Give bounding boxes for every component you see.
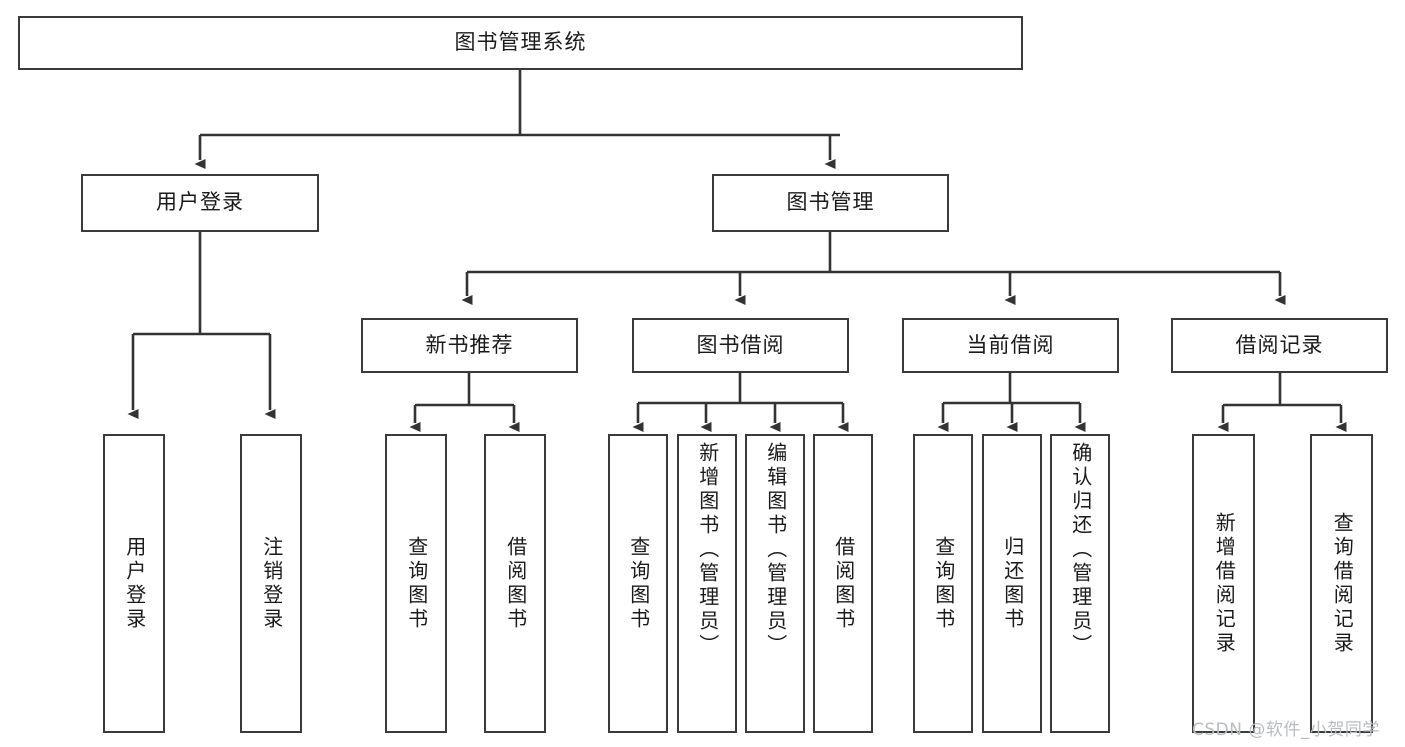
leaf-recommend-query-book[interactable]: 查询图书 [385,434,447,733]
node-label: 查询图书 [404,535,429,632]
node-book-management[interactable]: 图书管理 [712,174,949,232]
node-label: 用户登录 [156,190,244,215]
node-current-borrow[interactable]: 当前借阅 [902,318,1119,373]
leaf-current-return-book[interactable]: 归还图书 [982,434,1042,733]
node-label: 图书管理 [786,190,875,215]
node-label: 查询借阅记录 [1330,511,1355,656]
node-label: 归还图书 [1000,535,1025,632]
leaf-record-add-record[interactable]: 新增借阅记录 [1192,434,1255,733]
leaf-current-confirm-return-admin[interactable]: 确认归还（管理员） [1050,434,1110,733]
node-label: 新书推荐 [425,332,514,357]
node-label: 新增图书（管理员） [695,442,720,658]
node-label: 注销登录 [259,535,284,632]
leaf-current-query-book[interactable]: 查询图书 [913,434,973,733]
node-label: 当前借阅 [966,332,1055,357]
node-label: 查询图书 [931,535,956,632]
node-root-system[interactable]: 图书管理系统 [18,16,1023,70]
node-label: 图书管理系统 [454,30,587,55]
node-label: 新增借阅记录 [1212,511,1237,656]
node-label: 借阅图书 [831,535,856,632]
node-label: 借阅图书 [503,535,528,632]
node-label: 编辑图书（管理员） [763,442,788,658]
leaf-user-login-login[interactable]: 用户登录 [103,434,165,733]
leaf-borrow-add-book-admin[interactable]: 新增图书（管理员） [677,434,737,733]
node-book-borrow[interactable]: 图书借阅 [632,318,849,373]
csdn-watermark: CSDN @软件_小贺同学 [1192,720,1380,740]
node-label: 查询图书 [626,535,651,632]
node-label: 用户登录 [122,535,147,632]
node-label: 确认归还（管理员） [1068,442,1093,658]
leaf-user-login-logout[interactable]: 注销登录 [240,434,302,733]
leaf-borrow-borrow-book[interactable]: 借阅图书 [813,434,873,733]
leaf-borrow-query-book[interactable]: 查询图书 [608,434,668,733]
leaf-borrow-edit-book-admin[interactable]: 编辑图书（管理员） [745,434,805,733]
leaf-record-query-record[interactable]: 查询借阅记录 [1310,434,1373,733]
leaf-recommend-borrow-book[interactable]: 借阅图书 [484,434,546,733]
node-borrow-record[interactable]: 借阅记录 [1171,318,1388,373]
node-label: 图书借阅 [696,332,785,357]
node-user-login[interactable]: 用户登录 [81,174,319,232]
node-label: 借阅记录 [1235,332,1324,357]
node-new-book-recommend[interactable]: 新书推荐 [361,318,578,373]
